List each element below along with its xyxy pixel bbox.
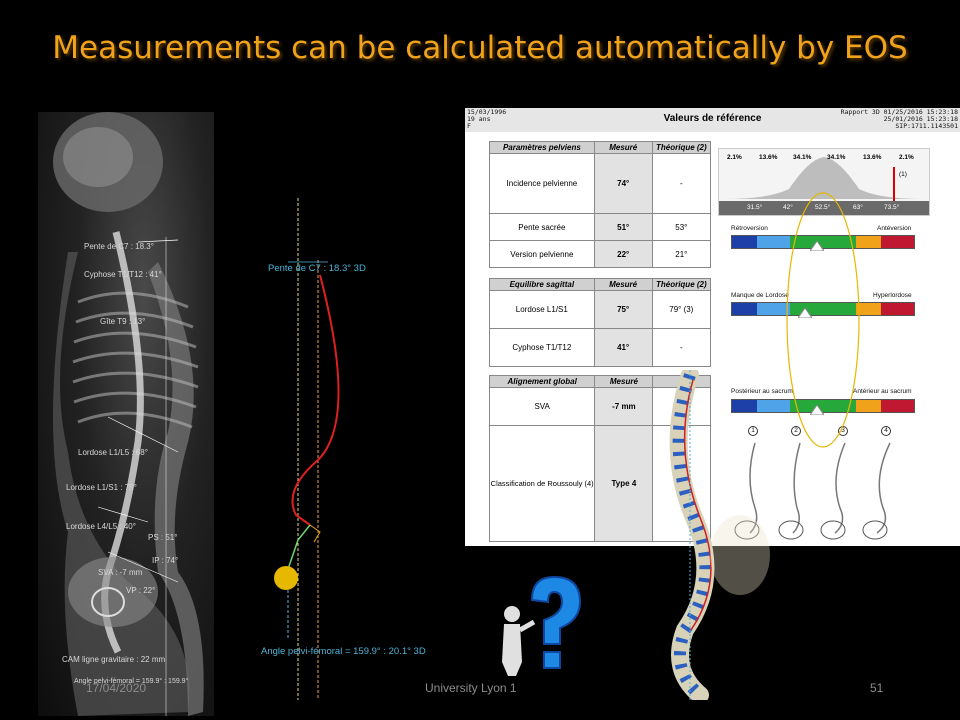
highlight-ellipse xyxy=(786,192,860,448)
xray-label-vp: VP : 22° xyxy=(126,586,156,595)
lordosis-bar xyxy=(731,302,915,316)
bar-marker-icon xyxy=(810,241,824,251)
table-row-label: Classification de Roussouly (4) xyxy=(488,425,596,542)
curve-label-angle: Angle pelvi-fémoral = 159.9° : 20.1° 3D xyxy=(261,646,426,657)
question-figure-icon xyxy=(502,575,582,676)
footer-center: University Lyon 1 xyxy=(425,681,517,695)
report-title: Valeurs de référence xyxy=(663,113,762,124)
xray-silhouette xyxy=(53,112,204,716)
xray-label-sva: SVA : -7 mm xyxy=(98,568,143,577)
page-number: 51 xyxy=(870,681,884,695)
table-row-label: SVA xyxy=(488,387,596,426)
xray-label-lordose-l1s1: Lordose L1/S1 : 75° xyxy=(66,483,137,492)
table-row-label: Cyphose T1/T12 xyxy=(489,328,595,367)
bar-marker-icon xyxy=(798,308,812,318)
sva-bar xyxy=(731,399,915,413)
spine-curve-trace: Pente de C7 : 18.3° 3D Angle pelvi-fémor… xyxy=(228,190,438,700)
xray-label-ip: IP : 74° xyxy=(152,556,179,565)
xray-label-ps: PS : 51° xyxy=(148,533,178,542)
xray-label-lordose-l1l5: Lordose L1/L5 : 68° xyxy=(78,448,148,457)
pelvic-version-bar xyxy=(731,235,915,249)
table-row-label: Incidence pelvienne xyxy=(489,153,595,214)
bell-curve xyxy=(719,157,929,215)
table-row-label: Lordose L1/S1 xyxy=(489,290,595,329)
curve-label-pente-c7: Pente de C7 : 18.3° 3D xyxy=(268,263,366,274)
spine-curve-svg xyxy=(274,198,340,700)
slide-title: Measurements can be calculated automatic… xyxy=(52,30,908,66)
xray-label-cam: CAM ligne gravitaire : 22 mm xyxy=(62,655,166,664)
xray-label-gite: Gîte T9 : 13° xyxy=(100,317,146,326)
report-header xyxy=(465,108,960,132)
xray-label-pente-c7: Pente de C7 : 18.3° xyxy=(84,242,154,251)
xray-image: Pente de C7 : 18.3° Cyphose T1/T12 : 41°… xyxy=(38,112,214,716)
footer-date: 17/04/2020 xyxy=(86,681,147,695)
xray-label-cyphose: Cyphose T1/T12 : 41° xyxy=(84,270,162,279)
xray-label-lordose-l4l5: Lordose L4/L5 : 40° xyxy=(66,522,136,531)
xray-label-angle: Angle pelvi-fémoral = 159.9° : 159.9° xyxy=(74,678,189,685)
table-row-label: Pente sacrée xyxy=(489,213,595,241)
bar-marker-icon xyxy=(810,405,824,415)
roussouly-spine-sketches xyxy=(734,442,891,540)
spine-3d-illustration xyxy=(669,370,770,700)
distribution-chart: 2.1% 13.6% 34.1% 34.1% 13.6% 2.1% (1) 31… xyxy=(718,148,930,216)
table-row-label: Version pelvienne xyxy=(489,240,595,268)
